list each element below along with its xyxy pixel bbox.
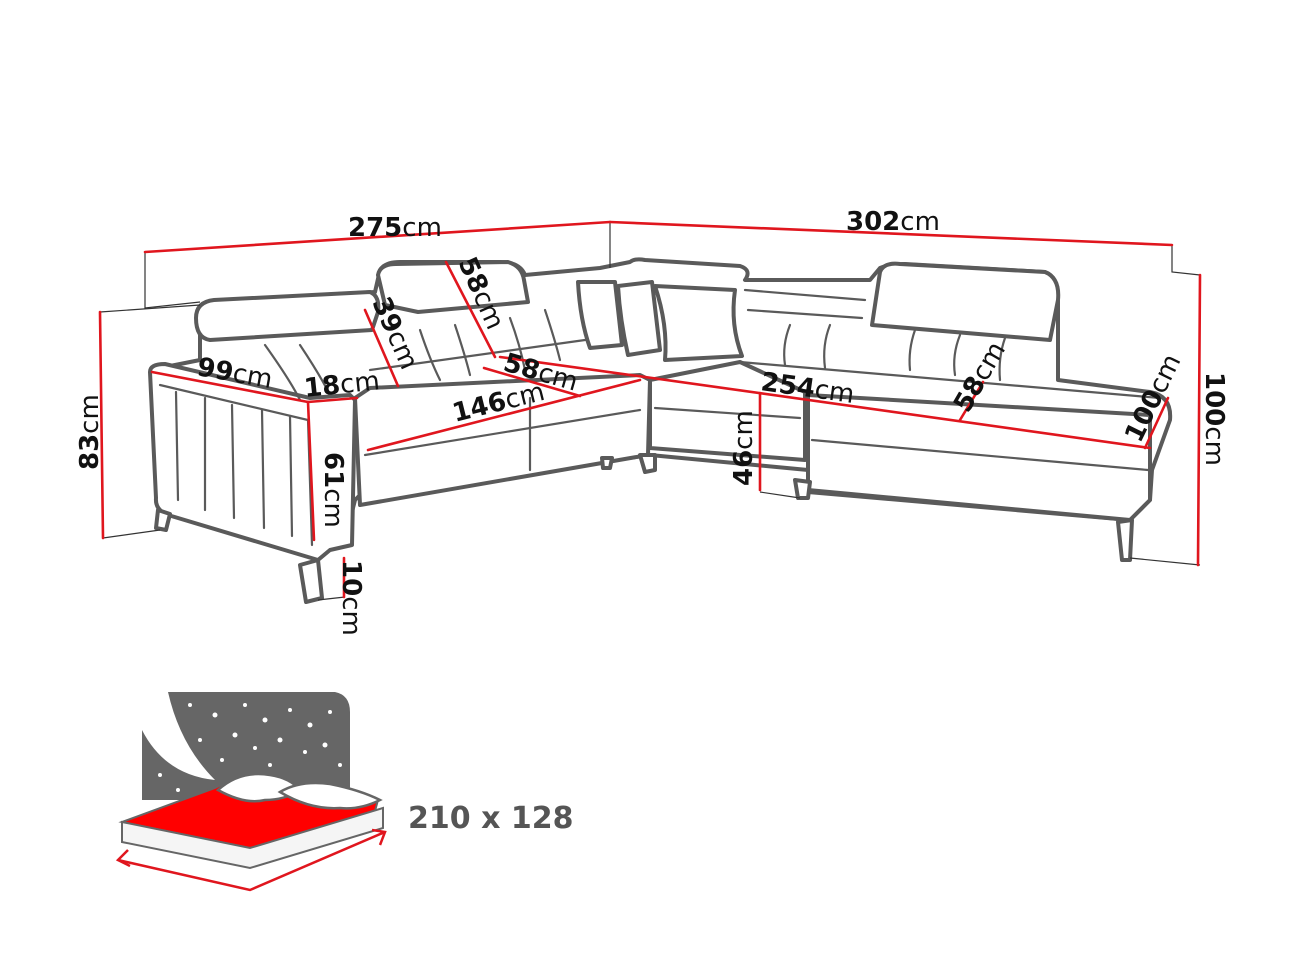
label-armrest-depth: 99cm [195, 352, 275, 395]
guide-lines [99, 222, 1201, 601]
sofa-drawing [148, 257, 1173, 604]
label-armrest-height: 61cm [318, 452, 348, 528]
stars-icon [158, 703, 342, 792]
label-left-width: 275cm [348, 213, 442, 243]
bed-night-icon [115, 692, 387, 892]
label-total-height-left: 83cm [75, 394, 105, 470]
sleeping-area-size: 210 x 128 [408, 801, 573, 836]
label-seat-height: 46cm [729, 410, 759, 486]
label-armrest-width: 18cm [303, 366, 382, 404]
label-leg-height: 10cm [336, 560, 366, 636]
label-total-height-right: 100cm [1199, 372, 1229, 466]
label-right-width: 302cm [846, 207, 940, 237]
dimension-lines [98, 220, 1202, 599]
label-seat-width-right: 254cm [759, 367, 856, 410]
